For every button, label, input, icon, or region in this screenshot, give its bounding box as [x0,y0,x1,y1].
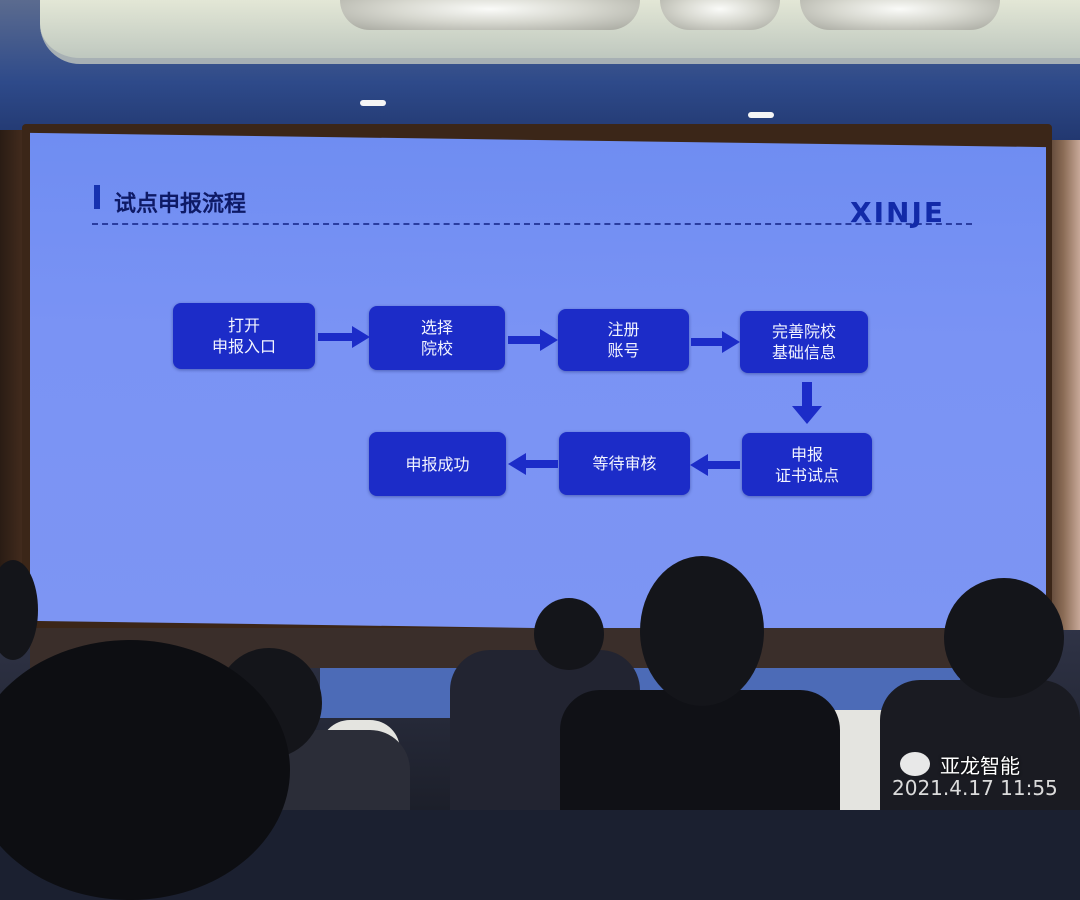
ceiling-light [360,100,386,106]
flow-step-select-school: 选择 院校 [369,306,505,370]
audience-head [534,598,604,670]
watermark-date: 2021.4.17 11:55 [892,776,1058,800]
audience-head [944,578,1064,698]
audience-head [640,556,764,706]
arrow-right-icon [691,331,740,353]
title-divider [92,223,972,225]
brand-logo: XINJE [850,196,945,229]
wechat-icon [900,752,930,776]
slide-title: 试点申报流程 [114,192,247,217]
arrow-right-icon [318,326,370,348]
chandelier [660,0,780,30]
flow-step-success: 申报成功 [369,432,506,496]
chandelier [340,0,640,30]
audience-member [880,680,1080,810]
arrow-right-icon [508,329,558,351]
flow-step-open-portal: 打开 申报入口 [173,303,315,369]
flow-step-apply-pilot: 申报 证书试点 [742,433,872,496]
flow-step-await-review: 等待审核 [559,432,690,495]
title-bar-icon [94,185,100,209]
flow-step-complete-info: 完善院校 基础信息 [740,311,868,373]
watermark-name: 亚龙智能 [940,754,1020,778]
arrow-down-icon [792,382,822,424]
chandelier [800,0,1000,30]
arrow-left-icon [690,454,740,476]
arrow-left-icon [508,453,558,475]
ceiling-light [748,112,774,118]
flow-step-register-account: 注册 账号 [558,309,689,371]
audience-member [560,690,840,810]
